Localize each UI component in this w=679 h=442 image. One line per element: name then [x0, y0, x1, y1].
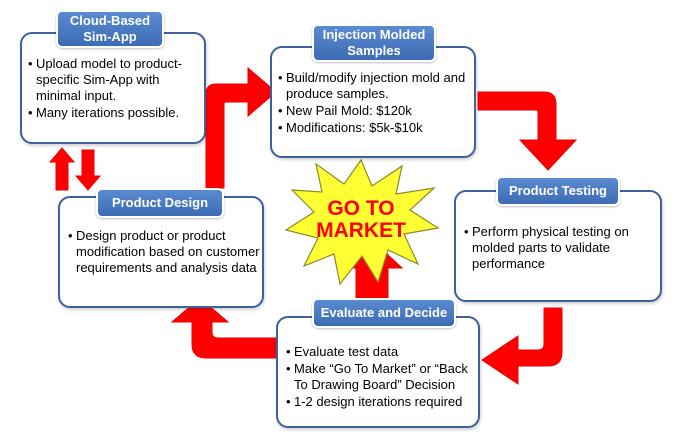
arrow-testing-to-evaluate [481, 307, 563, 385]
evaluate-point-test-data: Evaluate test data [286, 344, 476, 360]
go-to-market-burst [284, 158, 440, 286]
design-header: Product Design [96, 188, 224, 218]
injection-point-modifications: Modifications: $5k-$10k [278, 120, 474, 136]
cloud-points: Upload model to product-specific Sim-App… [28, 56, 204, 122]
arrow-evaluate-to-design [170, 297, 277, 359]
arrow-design-to-injection [205, 66, 277, 189]
evaluate-point-iterations: 1-2 design iterations required [286, 394, 476, 410]
card-product-testing: Perform physical testing on molded parts… [454, 190, 662, 302]
arrow-design-to-cloud [48, 147, 76, 191]
evaluate-point-decision: Make “Go To Market” or “Back To Drawing … [286, 361, 476, 393]
arrow-cloud-to-design [74, 149, 102, 191]
injection-header: Injection Molded Samples [312, 24, 436, 62]
go-to-market-label: GO TO MARKET [316, 197, 406, 242]
evaluate-points: Evaluate test data Make “Go To Market” o… [286, 344, 476, 411]
card-cloud-sim-app: Upload model to product-specific Sim-App… [20, 32, 206, 144]
testing-points: Perform physical testing on molded parts… [464, 224, 658, 273]
cloud-header: Cloud-Based Sim-App [56, 10, 164, 48]
injection-point-new-mold: New Pail Mold: $120k [278, 103, 474, 119]
evaluate-header: Evaluate and Decide [312, 298, 456, 328]
design-points: Design product or product modification b… [68, 228, 260, 277]
arrow-injection-to-testing [477, 91, 578, 171]
card-injection-molded-samples: Build/modify injection mold and produce … [270, 46, 476, 158]
card-evaluate-and-decide: Evaluate test data Make “Go To Market” o… [276, 316, 480, 428]
injection-points: Build/modify injection mold and produce … [278, 70, 474, 137]
cloud-point-upload: Upload model to product-specific Sim-App… [28, 56, 204, 104]
testing-point-physical: Perform physical testing on molded parts… [464, 224, 658, 272]
testing-header: Product Testing [496, 176, 620, 206]
injection-point-build: Build/modify injection mold and produce … [278, 70, 474, 102]
design-point-design: Design product or product modification b… [68, 228, 260, 276]
cloud-point-iterations: Many iterations possible. [28, 105, 204, 121]
